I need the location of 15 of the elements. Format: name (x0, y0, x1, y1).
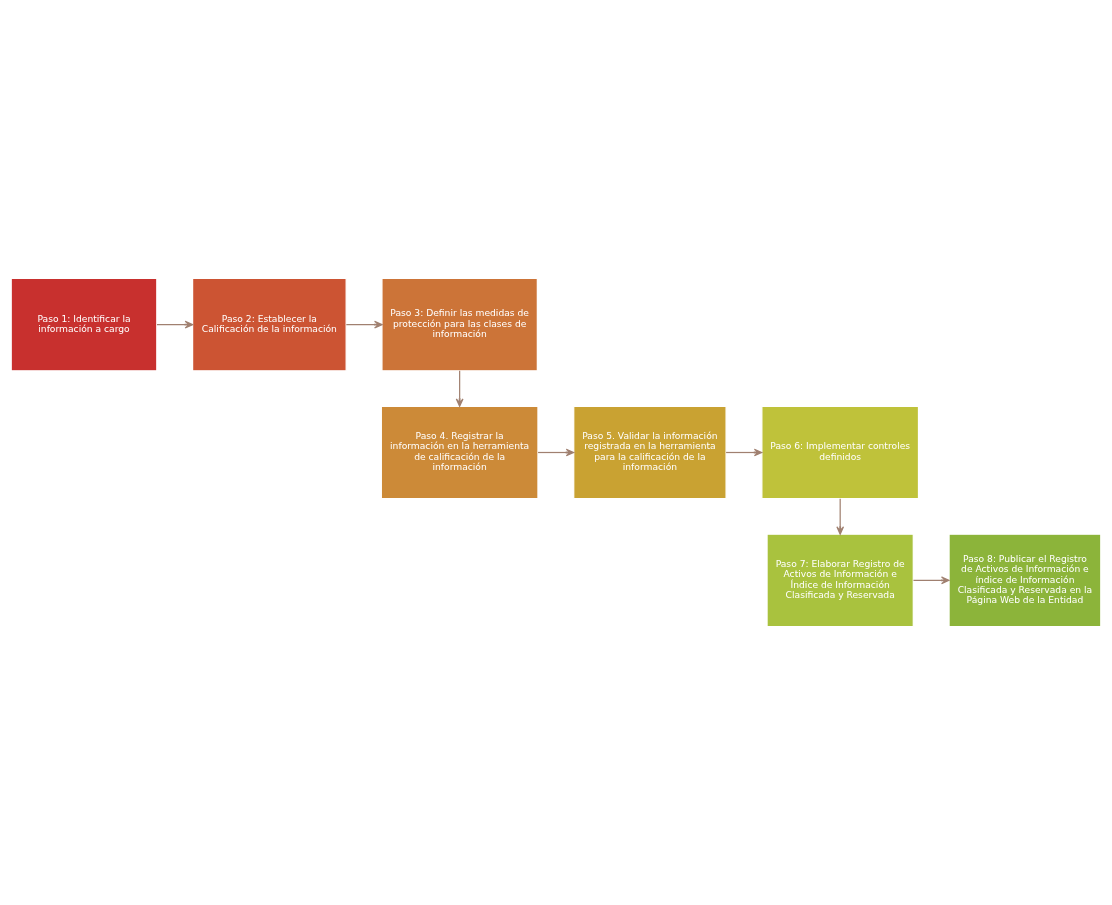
node-box: Paso 2: Establecer la Calificación de la información (192, 277, 347, 372)
arrow (912, 576, 950, 585)
node-box: Paso 4. Registrar la información en la herramienta de calificación de la información (380, 405, 539, 500)
arrow (455, 370, 464, 407)
node-box: Paso 7: Elaborar Registro de Activos de Información e Índice de Información Clasificada y Reservada (766, 533, 914, 628)
node-box: Paso 8: Publicar el Registro de Activos de Información e índice de Información Clasificada y Reservada en la Página Web de la Entidad (948, 533, 1102, 628)
arrow (345, 320, 383, 329)
arrow (156, 320, 194, 329)
node-box: Paso 3: Definir las medidas de protección para las clases de información (381, 277, 538, 372)
node-box: Paso 6: Implementar controles definidos (761, 405, 920, 500)
arrow (537, 448, 575, 457)
arrow (836, 498, 845, 535)
arrow (725, 448, 763, 457)
node-box: Paso 5. Validar la información registrada en la herramienta para la calificación de la información (573, 405, 727, 500)
node-box: Paso 1: Identificar la información a cargo (10, 277, 158, 372)
